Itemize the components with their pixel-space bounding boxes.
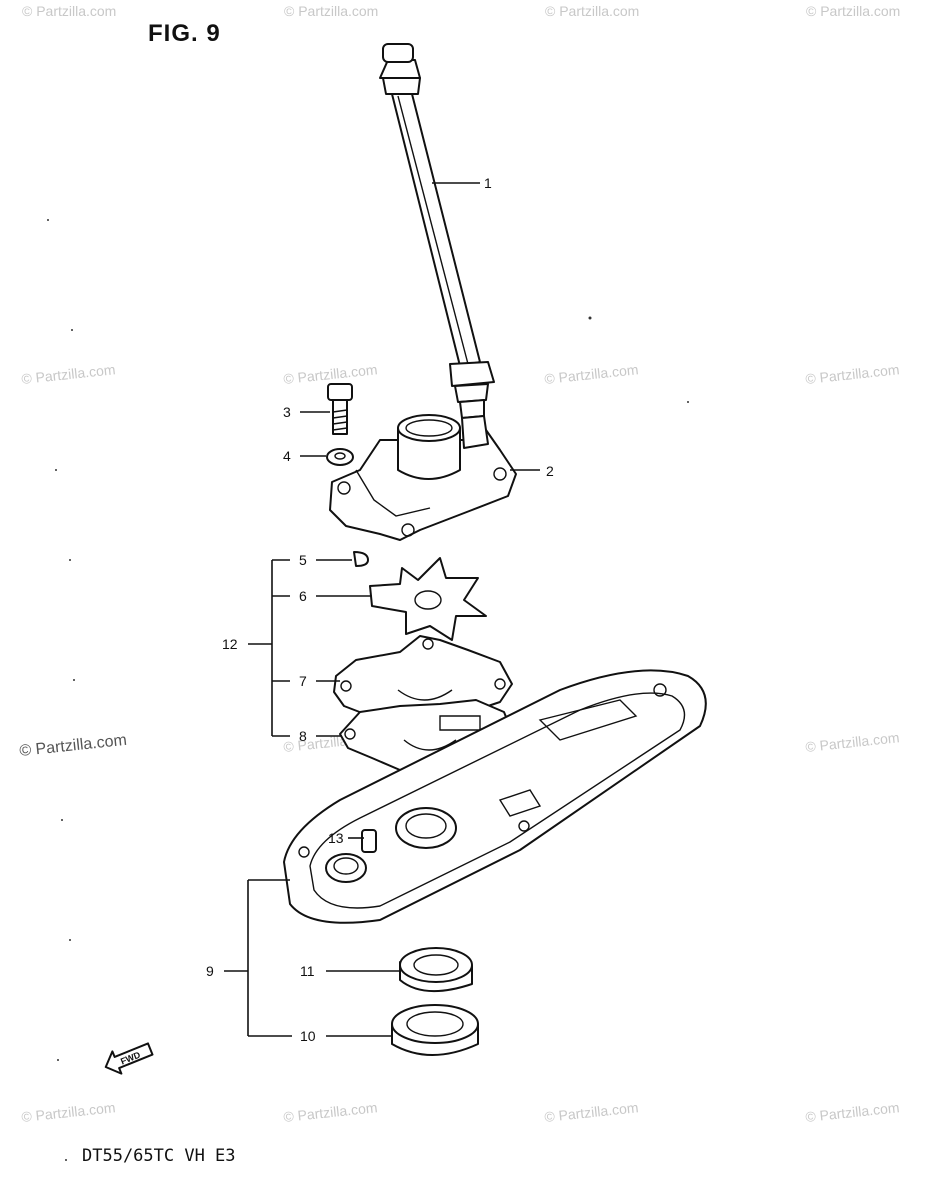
figure-title: FIG. 9 — [148, 20, 221, 47]
callout-5: 5 — [299, 552, 307, 568]
scan-speckle — [47, 219, 689, 1161]
callout-9: 9 — [206, 963, 214, 979]
model-code: DT55/65TC VH E3 — [82, 1146, 236, 1166]
watermark: © Partzilla.com — [21, 1099, 116, 1125]
part-seal-large — [391, 1004, 479, 1056]
part-impeller — [369, 557, 487, 641]
leader-lines — [224, 182, 540, 1037]
watermark: © Partzilla.com — [544, 1099, 639, 1125]
watermark: © Partzilla.com — [21, 361, 116, 387]
watermark: © Partzilla.com — [19, 732, 128, 760]
callout-6: 6 — [299, 588, 307, 604]
callout-1: 1 — [484, 175, 492, 191]
watermark: © Partzilla.com — [22, 3, 116, 19]
fwd-arrow: FWD — [104, 1042, 154, 1075]
part-bolt — [327, 383, 353, 435]
part-dowel-pin — [361, 829, 377, 853]
watermark: © Partzilla.com — [805, 361, 900, 387]
callout-11: 11 — [300, 963, 315, 979]
watermark: © Partzilla.com — [545, 3, 639, 19]
part-water-tube — [379, 43, 495, 419]
watermark: © Partzilla.com — [805, 729, 900, 755]
callout-10: 10 — [300, 1028, 316, 1044]
part-washer — [326, 448, 354, 466]
part-key — [353, 551, 369, 567]
callout-3: 3 — [283, 404, 291, 420]
watermark: © Partzilla.com — [284, 3, 378, 19]
watermark: © Partzilla.com — [805, 1099, 900, 1125]
callout-13: 13 — [328, 830, 344, 846]
part-seal-small — [399, 947, 473, 993]
callout-8: 8 — [299, 728, 307, 744]
part-pump-case — [329, 414, 517, 541]
part-base-plate — [283, 669, 707, 924]
callout-labels: 1 2 3 4 5 6 7 8 9 10 11 12 13 — [206, 175, 554, 1044]
callout-4: 4 — [283, 448, 291, 464]
callout-12: 12 — [222, 636, 238, 652]
callout-7: 7 — [299, 673, 307, 689]
watermark: © Partzilla.com — [544, 361, 639, 387]
watermark: © Partzilla.com — [283, 1099, 378, 1125]
watermark: © Partzilla.com — [806, 3, 900, 19]
callout-2: 2 — [546, 463, 554, 479]
